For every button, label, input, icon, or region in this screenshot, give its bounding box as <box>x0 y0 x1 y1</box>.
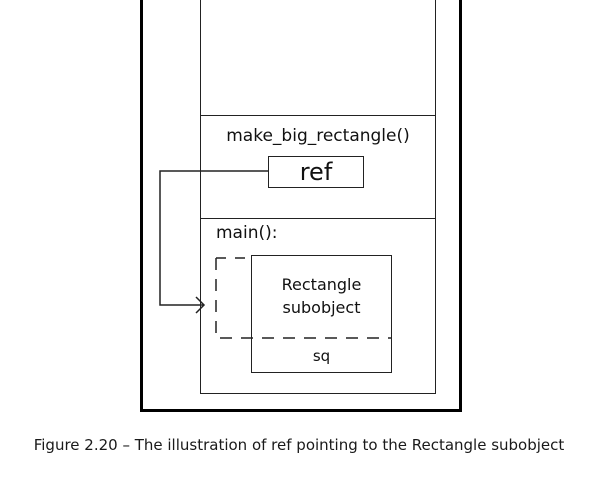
rectangle-subobject-label-line: subobject <box>282 298 361 317</box>
ref-pointer-line <box>159 170 268 306</box>
frame-label-make-big-rectangle: make_big_rectangle() <box>226 126 410 146</box>
ref-pointer-arrowhead <box>195 296 206 314</box>
frame-label-main: main(): <box>216 223 278 243</box>
outer-frame <box>140 0 462 412</box>
ref-label: ref <box>299 158 333 186</box>
call-stack <box>200 0 436 394</box>
sq-object-dashed-outline <box>215 258 392 339</box>
rectangle-subobject-label-line: Rectangle <box>281 275 362 294</box>
frame-divider-top <box>200 115 436 116</box>
figure-caption: Figure 2.20 – The illustration of ref po… <box>33 436 565 454</box>
rectangle-subobject-box <box>251 255 392 373</box>
ref-box: ref <box>268 156 364 188</box>
frame-divider-main <box>200 218 436 219</box>
sq-label: sq <box>312 347 331 365</box>
rectangle-subobject-label: Rectangle subobject <box>251 273 392 319</box>
